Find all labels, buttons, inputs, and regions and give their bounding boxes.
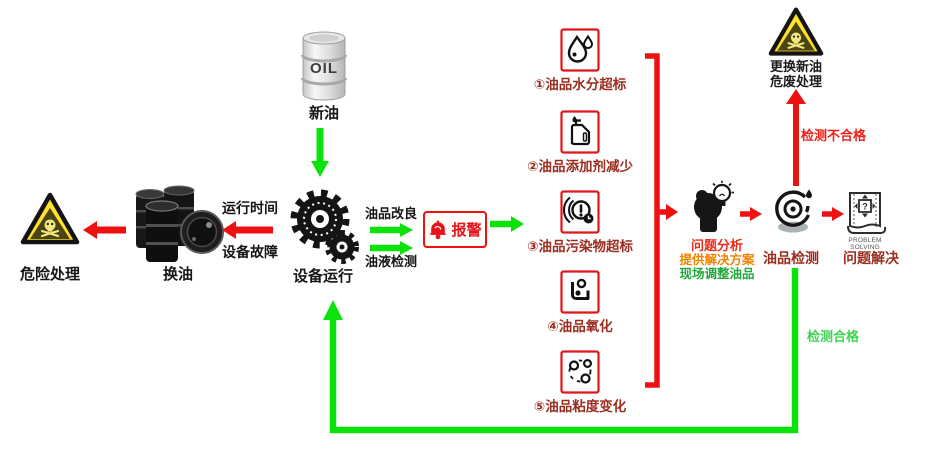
- problem-solving-scroll-icon: ?: [847, 192, 887, 234]
- alarm-box: 报警: [423, 211, 487, 248]
- contaminant-alert-icon: [560, 190, 600, 234]
- gears-icon: [290, 189, 359, 264]
- equipment-running-label: 设备运行: [292, 268, 353, 285]
- runtime-label: 运行时间: [222, 200, 278, 216]
- issue-item-contaminant: ③油品污染物超标: [516, 190, 644, 254]
- replace-oil-text-block: 更换新油 危废处理: [760, 59, 832, 89]
- arrow-left-to-hazard: [83, 221, 126, 239]
- analysis-line-3: 现场调整油品: [679, 267, 755, 281]
- issue-label: ②油品添加剂减少: [527, 159, 633, 174]
- issue-label: ④油品氧化: [547, 319, 613, 334]
- test-fail-label: 检测不合格: [801, 128, 867, 143]
- oil-barrels-icon: [135, 185, 224, 262]
- issues-bracket-arrow: [645, 53, 678, 388]
- oxidation-icon: [560, 270, 600, 314]
- analysis-line-2: 提供解决方案: [679, 253, 755, 267]
- alarm-label: 报警: [451, 222, 482, 239]
- hazard-skull-warning-icon: [20, 192, 80, 245]
- arrow-down-new-oil: [311, 128, 329, 177]
- oil-test-label: 油品检测: [763, 250, 819, 266]
- problem-solving-caption: PROBLEM SOLVING: [848, 237, 882, 251]
- arrow-left-to-barrels: [222, 221, 273, 239]
- analysis-text-block: 问题分析 提供解决方案 现场调整油品: [662, 238, 772, 282]
- alarm-bell-icon: [430, 220, 447, 239]
- oil-change-label: 换油: [162, 266, 193, 283]
- problem-solved-label: 问题解决: [843, 250, 899, 266]
- question-mark-glyph: ?: [862, 202, 868, 212]
- new-oil-label: 新油: [308, 105, 339, 122]
- issue-item-water: ①油品水分超标: [516, 28, 644, 92]
- issue-item-additive: ②油品添加剂减少: [516, 110, 644, 174]
- arrow-up-fail: [786, 89, 806, 186]
- viscosity-icon: [560, 350, 600, 394]
- issue-item-viscosity: ⑤油品粘度变化: [516, 350, 644, 414]
- oil-detect-label: 油液检测: [364, 254, 417, 269]
- arrow-right-improve: [370, 223, 413, 237]
- arrow-right-detect: [370, 241, 413, 255]
- replace-new-oil-label: 更换新油: [769, 59, 822, 74]
- arrow-right-alarm: [490, 216, 524, 232]
- pass-loop-arrow: [323, 268, 799, 434]
- hazardous-waste-warning-icon: [768, 7, 824, 56]
- water-drop-icon: [560, 28, 600, 72]
- test-pass-label: 检测合格: [807, 329, 860, 344]
- issue-label: ①油品水分超标: [533, 77, 627, 92]
- arrow-right-analysis: [740, 207, 762, 221]
- arrow-right-to-solution: [822, 207, 844, 221]
- drum-oil-text: OIL: [310, 60, 338, 77]
- analysis-line-1: 问题分析: [690, 238, 743, 253]
- issue-label: ③油品污染物超标: [527, 239, 633, 254]
- equipment-fault-label: 设备故障: [222, 244, 278, 260]
- oil-test-gauge-icon: [775, 189, 812, 233]
- analysis-head-bulb-icon: [694, 180, 734, 232]
- oil-improve-label: 油品改良: [364, 206, 417, 221]
- additive-can-icon: [560, 110, 600, 154]
- hazardous-waste-label: 危废处理: [769, 74, 822, 89]
- issue-label: ⑤油品粘度变化: [533, 399, 627, 414]
- new-oil-drum-icon: OIL: [301, 31, 347, 101]
- issue-item-oxidation: ④油品氧化: [516, 270, 644, 334]
- hazard-handling-label: 危险处理: [19, 266, 80, 283]
